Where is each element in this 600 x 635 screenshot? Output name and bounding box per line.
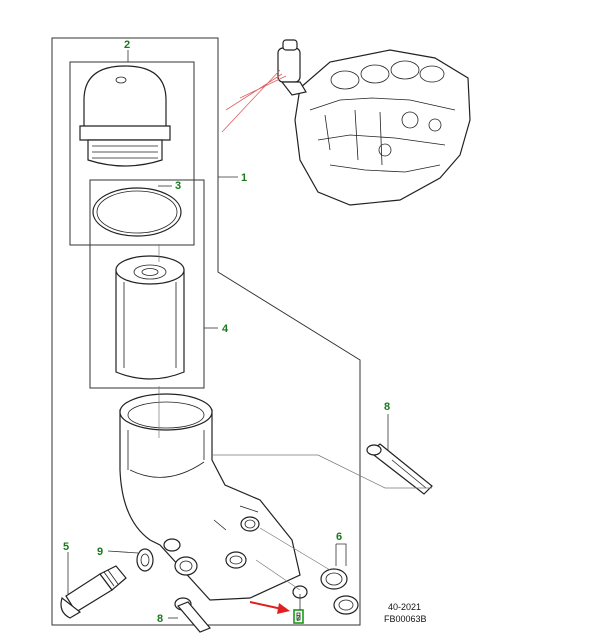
filter-element-frame [89, 179, 205, 389]
oil-pressure-sensor [60, 565, 127, 619]
mounting-bolt [366, 443, 433, 495]
mounting-bolt-lower [174, 597, 211, 633]
o-ring [92, 187, 182, 237]
section-number: 40-2021 [388, 602, 421, 612]
filter-cap [79, 65, 171, 167]
locator-line [221, 69, 287, 133]
callout-5: 5 [63, 541, 69, 553]
engine-locator-illustration [277, 39, 471, 206]
filter-element [115, 255, 185, 380]
red-pointer-arrow [249, 601, 290, 614]
callout-7: 7 [296, 614, 301, 623]
callout-8-bottom: 8 [157, 613, 163, 625]
callout-3: 3 [175, 180, 181, 192]
callout-2: 2 [124, 39, 130, 51]
assembly-frame [51, 37, 361, 626]
sensor-washer [136, 548, 154, 572]
callout-1: 1 [241, 172, 247, 184]
callout-4: 4 [222, 323, 229, 335]
figure-code: FB00063B [384, 614, 427, 624]
highlighted-part [296, 612, 301, 621]
callout-8-top: 8 [384, 401, 390, 413]
callout-9: 9 [97, 546, 103, 558]
callout-6: 6 [336, 531, 342, 543]
filter-housing [119, 393, 301, 601]
highlighted-part-box [293, 609, 304, 624]
cap-assembly-frame [69, 61, 195, 246]
seal-rings [292, 568, 359, 615]
leader-lines [67, 50, 432, 619]
